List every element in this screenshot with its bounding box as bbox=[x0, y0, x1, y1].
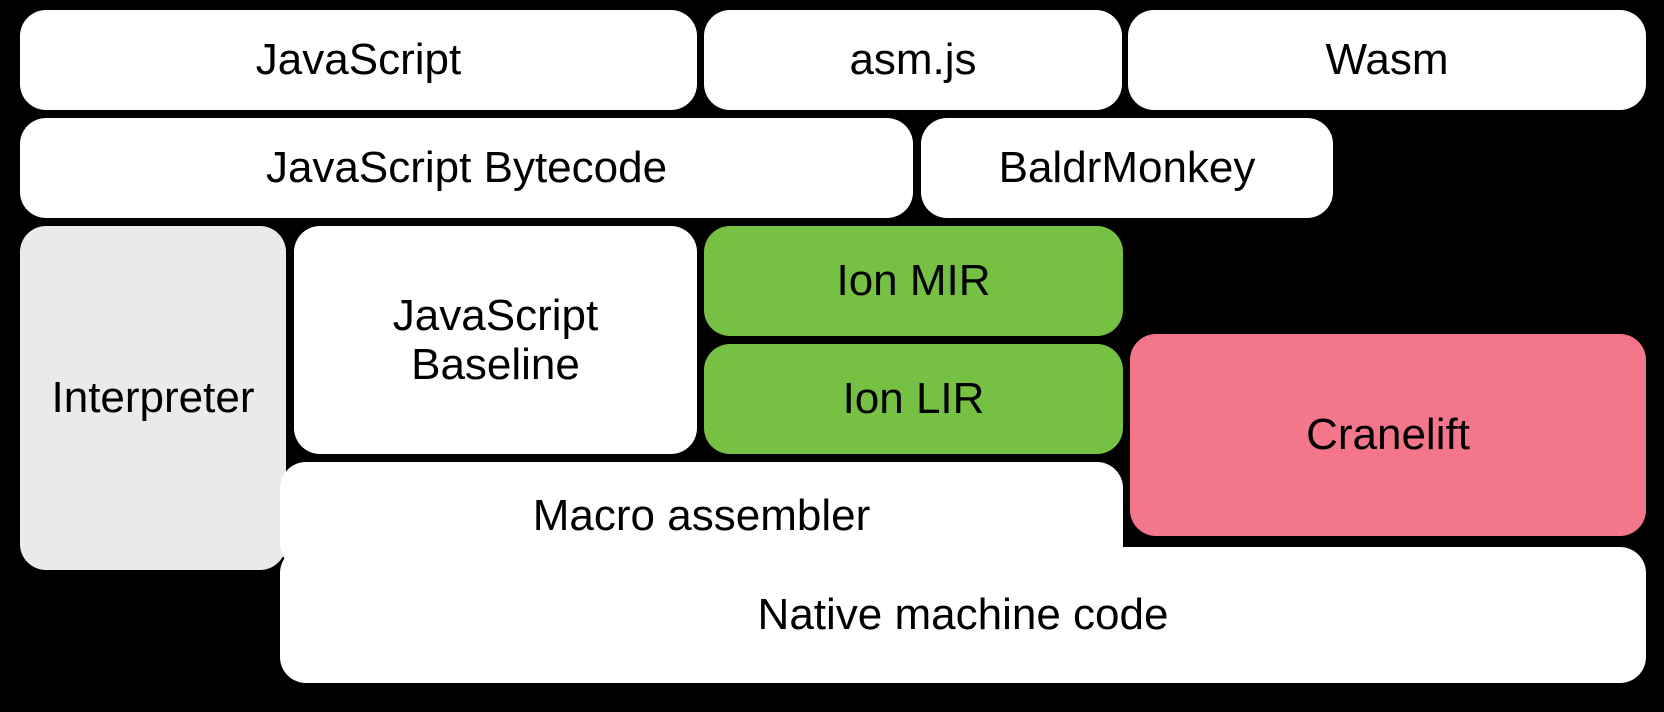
node-baldrmonkey: BaldrMonkey bbox=[921, 118, 1333, 218]
node-label: Cranelift bbox=[1306, 410, 1470, 460]
node-ion-lir: Ion LIR bbox=[704, 344, 1123, 454]
node-javascript-baseline: JavaScript Baseline bbox=[294, 226, 697, 454]
node-label: Ion MIR bbox=[836, 256, 991, 306]
node-label: Ion LIR bbox=[842, 374, 985, 424]
node-label: JavaScript Bytecode bbox=[265, 143, 668, 193]
node-label: asm.js bbox=[849, 35, 977, 85]
node-cranelift: Cranelift bbox=[1130, 334, 1646, 536]
node-interpreter: Interpreter bbox=[20, 226, 286, 570]
node-label: JavaScript bbox=[255, 35, 462, 85]
node-wasm: Wasm bbox=[1128, 10, 1646, 110]
node-label: BaldrMonkey bbox=[998, 143, 1256, 193]
node-javascript-bytecode: JavaScript Bytecode bbox=[20, 118, 913, 218]
node-label: Native machine code bbox=[757, 590, 1169, 640]
node-asm-js: asm.js bbox=[704, 10, 1122, 110]
node-ion-mir: Ion MIR bbox=[704, 226, 1123, 336]
node-label: Macro assembler bbox=[532, 491, 871, 541]
node-label: Interpreter bbox=[51, 373, 255, 423]
node-javascript: JavaScript bbox=[20, 10, 697, 110]
node-native-machine-code: Native machine code bbox=[280, 547, 1646, 683]
node-label: JavaScript Baseline bbox=[392, 290, 599, 389]
node-label: Wasm bbox=[1325, 35, 1449, 85]
